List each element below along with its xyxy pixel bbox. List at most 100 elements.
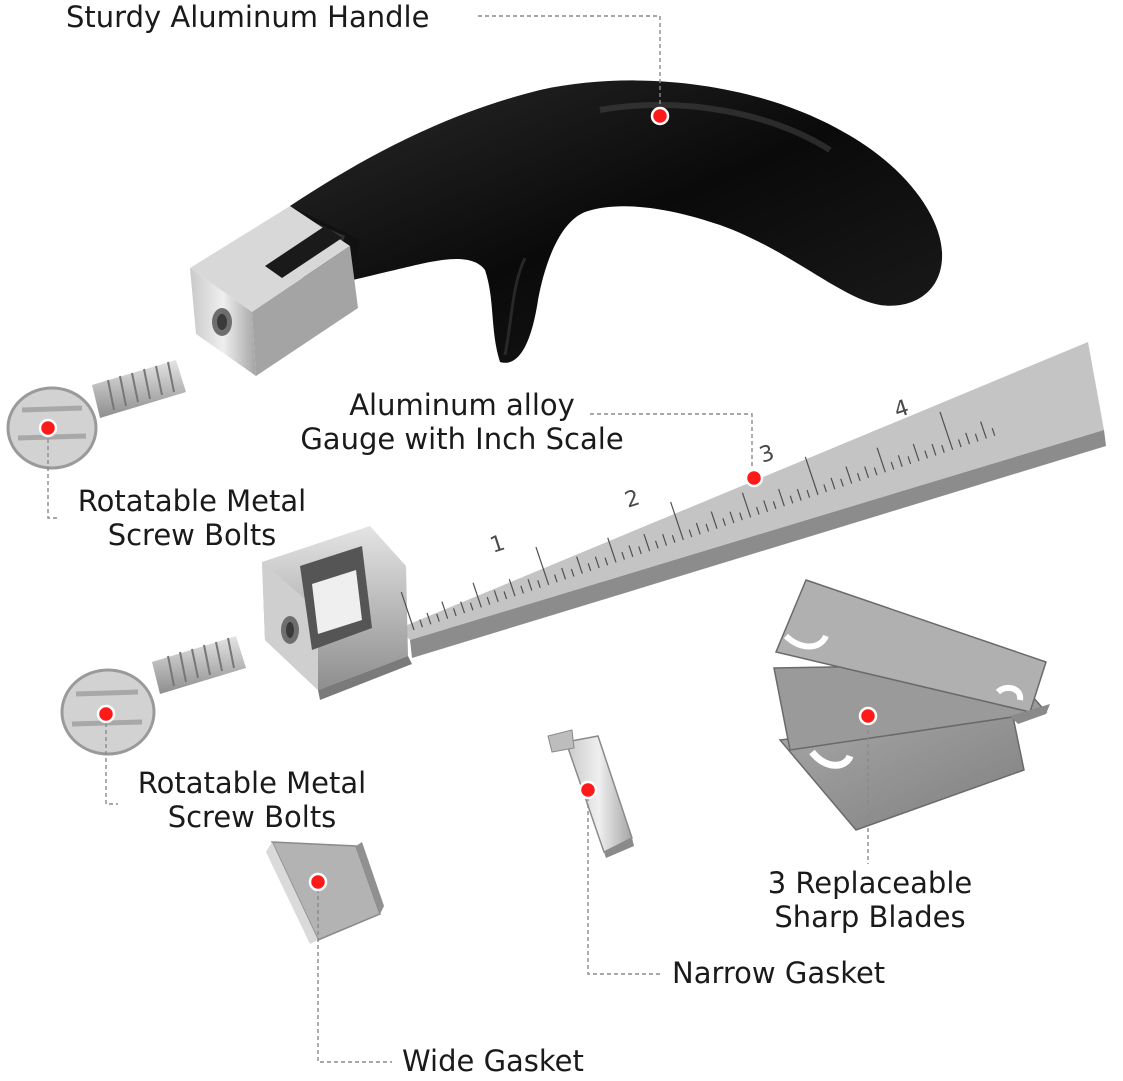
- ruler-tick: [535, 546, 550, 586]
- ruler-tick: [741, 492, 752, 518]
- label-bolt-top-line2: Screw Bolts: [107, 518, 277, 552]
- marker-wide-gasket: [308, 872, 328, 892]
- label-gauge-line1: Aluminum alloy: [349, 388, 575, 422]
- ruler-tick: [493, 590, 499, 603]
- label-gauge: Aluminum alloy Gauge with Inch Scale: [282, 388, 642, 456]
- ruler-tick: [840, 478, 844, 487]
- ruler-tick: [772, 501, 777, 510]
- ruler-tick: [965, 432, 971, 445]
- ruler-tick: [508, 578, 516, 597]
- ruler-tick: [670, 501, 684, 541]
- ruler-tick: [974, 433, 979, 442]
- wide-gasket-illustration: [266, 841, 384, 944]
- label-bolt-top-line1: Rotatable Metal: [77, 484, 307, 518]
- ruler-tick: [823, 484, 827, 493]
- ruler-tick: [876, 447, 886, 473]
- ruler-tick: [755, 506, 760, 515]
- marker-bolt-top: [38, 418, 58, 438]
- ruler-tick: [662, 533, 668, 546]
- ruler-tick: [931, 443, 937, 456]
- ruler-tick: [436, 613, 440, 622]
- label-gauge-line2: Gauge with Inch Scale: [300, 422, 624, 456]
- marker-blades: [858, 706, 878, 726]
- label-blades-line2: Sharp Blades: [774, 900, 966, 934]
- narrow-gasket-illustration: [547, 729, 634, 858]
- label-bolt-bottom-line1: Rotatable Metal: [137, 766, 367, 800]
- ruler-tick: [472, 582, 482, 608]
- ruler-tick: [856, 473, 861, 481]
- ruler-tick: [400, 591, 415, 631]
- ruler-tick: [796, 488, 802, 501]
- ruler-tick: [739, 512, 743, 521]
- ruler-tick: [654, 540, 659, 549]
- ruler-tick: [628, 545, 634, 557]
- ruler-tick: [957, 439, 962, 448]
- ruler-tick: [873, 467, 878, 476]
- ruler-tick: [452, 608, 457, 617]
- ruler-tick: [460, 601, 466, 614]
- ruler-tick: [638, 546, 642, 555]
- ruler-tick: [763, 500, 769, 512]
- label-blades-line1: 3 Replaceable: [767, 866, 973, 900]
- ruler-tick: [806, 489, 811, 498]
- ruler-tick: [527, 579, 533, 591]
- ruler-tick: [864, 466, 870, 479]
- ruler-tick: [561, 567, 567, 580]
- ruler-tick: [643, 533, 651, 552]
- label-bolt-bottom-line2: Screw Bolts: [167, 800, 337, 834]
- ruler-tick: [890, 461, 895, 470]
- ruler-tick: [804, 456, 819, 496]
- gauge-illustration: 1 2 3 4: [262, 342, 1106, 700]
- ruler-tick: [939, 411, 954, 451]
- label-blades: 3 Replaceable Sharp Blades: [740, 866, 1000, 934]
- ruler-tick: [671, 534, 676, 543]
- ruler-tick: [845, 466, 853, 484]
- marker-narrow-gasket: [578, 780, 598, 800]
- ruler-tick: [705, 523, 710, 532]
- label-handle: Sturdy Aluminum Handle: [66, 0, 430, 34]
- label-bolt-bottom: Rotatable Metal Screw Bolts: [110, 766, 394, 834]
- ruler-tick: [830, 477, 836, 490]
- ruler-tick: [587, 563, 592, 572]
- ruler-number: 2: [622, 486, 643, 514]
- ruler-tick: [441, 601, 449, 619]
- ruler-tick: [991, 427, 996, 436]
- label-narrow-gasket: Narrow Gasket: [672, 956, 886, 990]
- ruler-tick: [695, 522, 701, 535]
- ruler-tick: [469, 602, 474, 611]
- ruler-tick: [426, 612, 432, 625]
- ruler-number: 4: [891, 395, 912, 423]
- bolt-top-illustration: [6, 360, 186, 470]
- ruler-tick: [912, 443, 920, 462]
- label-wide-gasket: Wide Gasket: [402, 1044, 584, 1078]
- ruler-tick: [503, 591, 508, 600]
- ruler-tick: [419, 619, 423, 628]
- ruler-tick: [688, 529, 693, 538]
- ruler-tick: [924, 450, 928, 459]
- ruler-tick: [576, 556, 583, 574]
- ruler-tick: [789, 495, 794, 504]
- ruler-tick: [722, 518, 726, 527]
- ruler-number: 1: [487, 531, 508, 559]
- ruler-tick: [778, 488, 785, 507]
- ruler-tick: [980, 421, 987, 439]
- red-markers: [38, 106, 878, 892]
- ruler-tick: [553, 574, 558, 583]
- ruler-tick: [607, 537, 617, 563]
- ruler-tick: [486, 596, 491, 605]
- ruler-tick: [621, 551, 625, 560]
- ruler-tick: [729, 511, 735, 524]
- ruler-tick: [710, 511, 718, 529]
- ruler-tick: [907, 456, 912, 465]
- ruler-tick: [570, 568, 575, 577]
- marker-gauge: [744, 468, 764, 488]
- callout-lines: [47, 15, 869, 1063]
- ruler-number: 3: [757, 440, 778, 468]
- ruler-tick: [537, 579, 541, 588]
- ruler-tick: [604, 557, 609, 566]
- handle-illustration: [190, 80, 943, 376]
- ruler-tick: [520, 585, 524, 594]
- marker-handle: [650, 106, 670, 126]
